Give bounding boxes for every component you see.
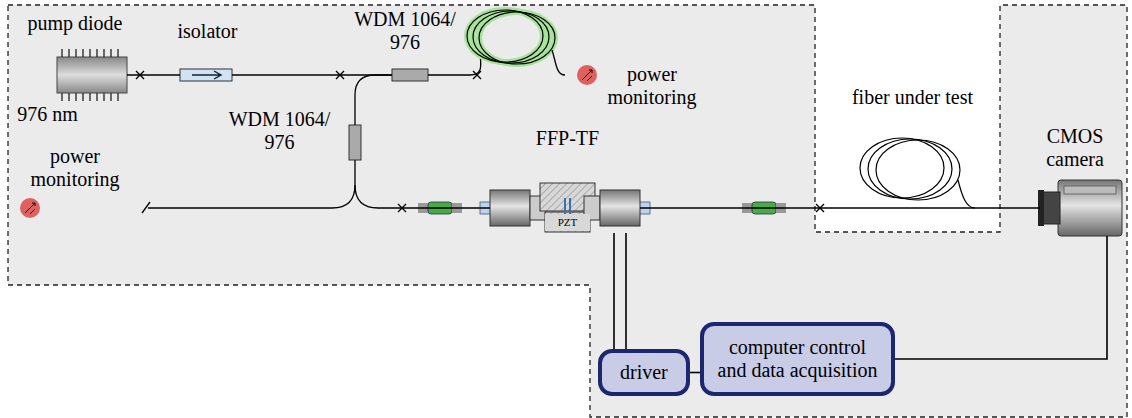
cooling-fin: [82, 49, 83, 101]
port-anchor: [1040, 180, 1122, 236]
text-label: WDM 1064/ 976: [222, 108, 337, 154]
text-label: 976 nm: [5, 103, 90, 126]
gain-fiber-coil: [467, 10, 555, 64]
grey-region: [8, 5, 1127, 417]
fiber-under-test-coil: [958, 180, 975, 208]
fiber-under-test-coil: [860, 138, 944, 198]
connector-line: [613, 233, 615, 349]
text-label: PZT: [545, 214, 590, 231]
cooling-fin: [89, 49, 90, 101]
ffp-tf-device: [600, 190, 640, 226]
monitor-branch-fiber: [148, 185, 355, 208]
camera-symbol: [1064, 186, 1116, 194]
fiber-under-test-coil: [868, 139, 952, 199]
text-label: WDM 1064/ 976: [345, 8, 465, 54]
photodiode: [20, 198, 40, 218]
monitor-branch-fiber: [44, 207, 142, 210]
isolator-symbol: [180, 69, 232, 81]
text-label: pump diode: [5, 12, 145, 35]
cooling-fin: [61, 49, 62, 101]
component: isolator: [160, 15, 255, 90]
connector: [895, 236, 1107, 359]
component: CMOS camera: [1025, 125, 1125, 245]
splice-mark: [136, 71, 824, 212]
port-anchor: [57, 57, 127, 93]
port-anchor: [349, 125, 361, 160]
text-label: CMOS camera: [1035, 125, 1115, 171]
annotation-label: fiber under test: [850, 86, 975, 109]
photodiode: [577, 65, 597, 85]
gain-fiber-coil: [560, 74, 578, 77]
connector-line: [690, 372, 700, 374]
text-label: computer control and data acquisition: [714, 336, 881, 382]
cooling-fin: [110, 49, 111, 101]
fiber-under-test-coil: [876, 140, 960, 200]
grey-region: [8, 5, 1127, 417]
port-anchor: [392, 69, 428, 81]
pump-diode-symbol: [57, 57, 127, 93]
cooling-fin: [75, 49, 76, 101]
text-label: driver: [620, 361, 668, 384]
wdm-coupler: [349, 125, 361, 160]
camera-symbol: [1038, 180, 1122, 236]
component: FFP-TF PZT: [485, 125, 650, 235]
connector: [355, 75, 392, 125]
connector: [355, 160, 490, 208]
gain-fiber-coil: [467, 10, 555, 64]
cooling-fin: [96, 49, 97, 101]
gain-fiber-coil: [479, 12, 555, 64]
gain-fiber-coil: [552, 50, 565, 75]
photodiode: [582, 70, 592, 81]
connector-line: [355, 160, 490, 208]
text-label: isolator: [160, 20, 255, 43]
pump-diode-symbol: [57, 49, 127, 101]
ffp-tf-device: [480, 183, 650, 232]
text-label: FFP-TF: [485, 127, 650, 150]
connector-line: [127, 74, 180, 75]
annotation-label: power monitoring: [15, 145, 135, 191]
component: WDM 1064/ 976: [222, 100, 372, 175]
gain-fiber-coil: [467, 10, 543, 62]
connector: [127, 75, 180, 76]
gain-fiber-coil: [473, 11, 549, 63]
process-box: computer control and data acquisition: [700, 322, 895, 396]
wdm-coupler: [349, 69, 428, 160]
isolator-symbol: [180, 69, 232, 81]
camera-symbol: [1058, 180, 1122, 236]
cooling-fin: [68, 49, 69, 101]
port-anchor: [180, 69, 232, 81]
connector-line: [640, 207, 1040, 208]
cooling-fin: [117, 49, 118, 101]
camera-symbol: [1042, 192, 1060, 224]
monitor-branch-fiber: [142, 202, 150, 213]
connector: [640, 208, 1040, 209]
fiber-under-test-coil: [860, 138, 1040, 208]
gain-fiber-coil: [473, 11, 549, 63]
connector: [614, 233, 626, 349]
isolator-symbol: [192, 71, 221, 79]
process-box: driver: [598, 349, 690, 396]
annotation-label: power monitoring: [597, 63, 707, 109]
ffp-tf-device: [490, 190, 530, 226]
photodiode: [25, 203, 35, 214]
ffp-tf-device: [545, 212, 590, 232]
connector-line: [625, 233, 627, 349]
connector: [690, 372, 700, 373]
splice-mark: [473, 71, 481, 79]
component: pump diode 976 nm: [5, 10, 145, 125]
connector-line: [355, 75, 392, 125]
pump-diode-symbol: [62, 49, 118, 101]
wdm-coupler: [392, 69, 428, 81]
connector-line: [895, 236, 1107, 359]
gain-fiber-coil: [479, 12, 555, 64]
cooling-fin: [103, 49, 104, 101]
component: WDM 1064/ 976: [345, 8, 465, 88]
